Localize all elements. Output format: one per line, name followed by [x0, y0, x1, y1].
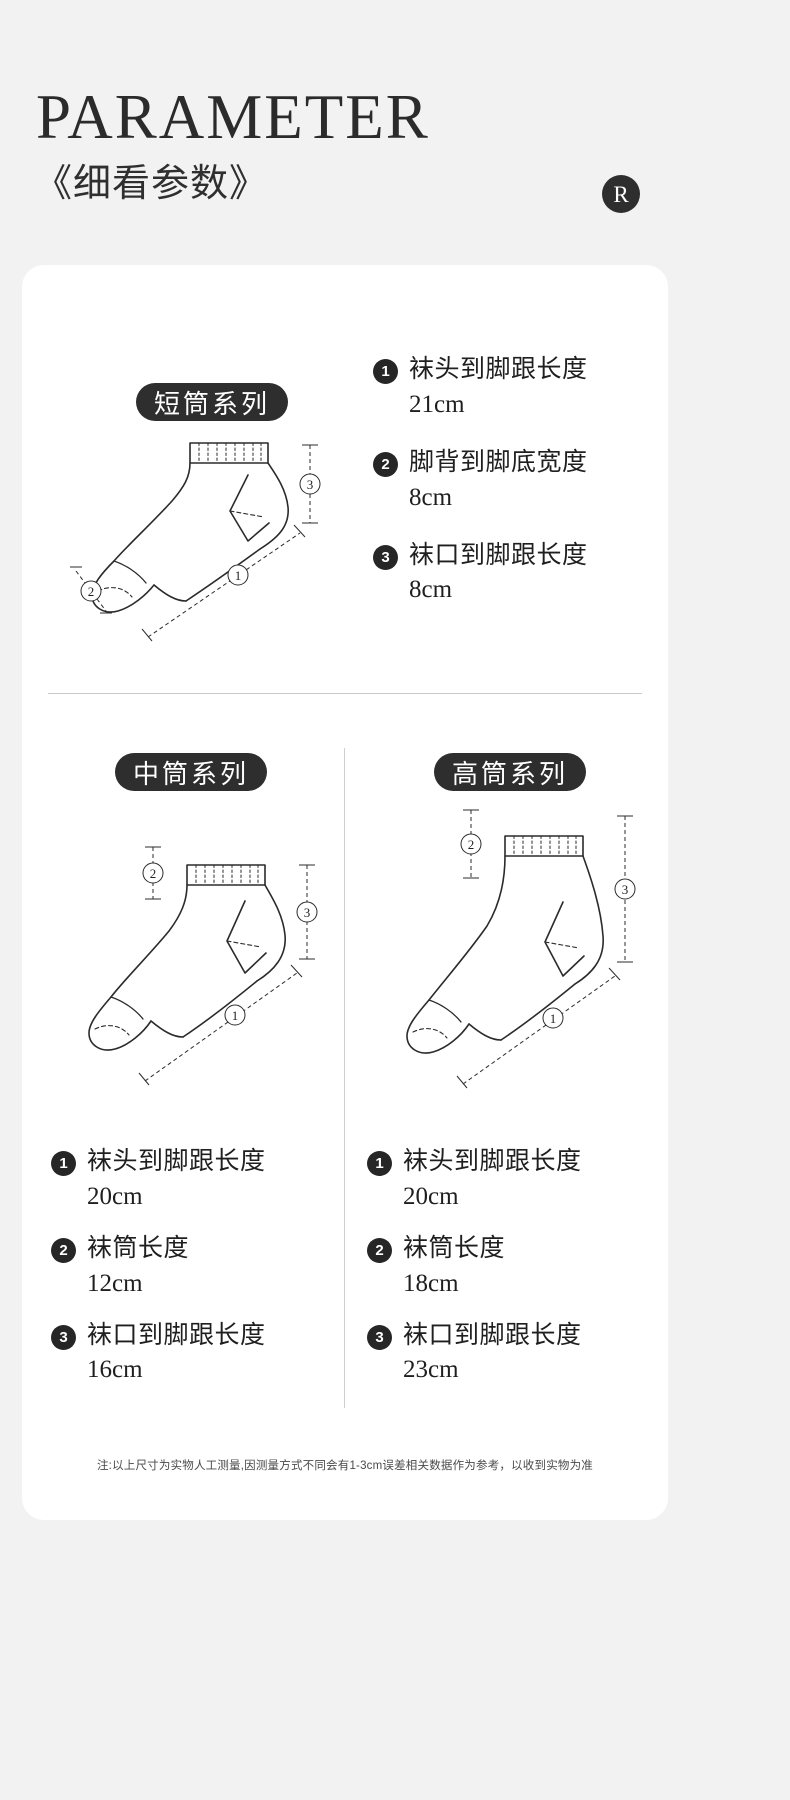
sock-illustration-mid: 2 3 1	[88, 846, 318, 1086]
dimension-marker-3: 3	[304, 905, 311, 920]
section-divider-vertical	[344, 748, 345, 1408]
measurement-list-mid: 1 袜头到脚跟长度 20cm 2 袜筒长度 12cm 3 袜口到脚跟长度	[51, 1145, 266, 1405]
measurement-value: 12cm	[87, 1269, 143, 1297]
measurement-label: 袜筒长度	[87, 1234, 190, 1262]
measurement-number-badge: 3	[373, 544, 398, 570]
measurement-value: 20cm	[403, 1182, 459, 1210]
sock-illustration-high: 2 3 1	[406, 809, 636, 1089]
measurement-disclaimer: 注:以上尺寸为实物人工测量,因测量方式不同会有1-3cm误差相关数据作为参考，以…	[96, 1460, 594, 1472]
measurement-item: 1 袜头到脚跟长度 20cm	[51, 1145, 266, 1214]
measurement-label: 袜头到脚跟长度	[409, 356, 588, 383]
dimension-marker-2: 2	[468, 837, 475, 852]
measurement-item: 1 袜头到脚跟长度 21cm	[373, 353, 588, 422]
measurement-item: 1 袜头到脚跟长度 20cm	[367, 1145, 582, 1214]
dimension-marker-3: 3	[307, 477, 314, 492]
measurement-item: 2 脚背到脚底宽度 8cm	[373, 446, 588, 515]
registered-trademark-badge: R	[602, 175, 640, 213]
dimension-marker-2: 2	[88, 584, 95, 599]
measurement-item: 3 袜口到脚跟长度 23cm	[367, 1319, 582, 1388]
sock-illustration-short: 3 1 2	[70, 442, 321, 642]
dimension-marker-2: 2	[150, 866, 157, 881]
measurement-label: 袜口到脚跟长度	[403, 1321, 582, 1349]
measurement-list-high: 1 袜头到脚跟长度 20cm 2 袜筒长度 18cm 3 袜口到脚跟长度	[367, 1145, 582, 1405]
measurement-label: 袜头到脚跟长度	[87, 1148, 266, 1175]
measurement-label: 脚背到脚底宽度	[409, 448, 588, 476]
page-title: PARAMETER	[36, 82, 430, 152]
section-pill-mid: 中筒系列	[115, 753, 267, 791]
measurement-label: 袜口到脚跟长度	[409, 541, 588, 569]
measurement-label: 袜头到脚跟长度	[403, 1148, 582, 1175]
dimension-marker-1: 1	[550, 1011, 557, 1026]
measurement-item: 2 袜筒长度 18cm	[367, 1232, 582, 1301]
measurement-number-badge: 1	[373, 359, 398, 384]
measurement-value: 16cm	[87, 1356, 143, 1384]
measurement-number-badge: 1	[367, 1151, 392, 1176]
measurement-value: 23cm	[403, 1356, 459, 1384]
dimension-marker-1: 1	[235, 568, 242, 583]
measurement-item: 3 袜口到脚跟长度 16cm	[51, 1319, 266, 1388]
section-pill-short: 短筒系列	[136, 383, 288, 421]
measurement-item: 3 袜口到脚跟长度 8cm	[373, 539, 588, 608]
measurement-number-badge: 1	[51, 1151, 76, 1176]
dimension-marker-1: 1	[232, 1008, 239, 1023]
measurement-number-badge: 2	[373, 451, 398, 477]
measurement-label: 袜筒长度	[403, 1234, 506, 1262]
page-subtitle: 《细看参数》	[34, 163, 269, 205]
measurement-number-badge: 2	[367, 1237, 392, 1263]
measurement-number-badge: 3	[51, 1324, 76, 1350]
measurement-value: 21cm	[409, 390, 465, 418]
page-header: PARAMETER 《细看参数》 R	[0, 0, 790, 300]
measurement-number-badge: 2	[51, 1237, 76, 1263]
measurement-item: 2 袜筒长度 12cm	[51, 1232, 266, 1301]
measurement-number-badge: 3	[367, 1324, 392, 1350]
parameter-card: 短筒系列	[22, 265, 668, 1520]
measurement-list-short: 1 袜头到脚跟长度 21cm 2 脚背到脚底宽度 8cm 3 袜口到脚跟长度	[373, 353, 588, 631]
dimension-marker-3: 3	[622, 882, 629, 897]
measurement-value: 20cm	[87, 1182, 143, 1210]
measurement-value: 8cm	[409, 576, 453, 604]
section-divider-horizontal	[48, 693, 642, 694]
measurement-value: 18cm	[403, 1269, 459, 1297]
measurement-value: 8cm	[409, 483, 453, 511]
section-pill-high: 高筒系列	[434, 753, 586, 791]
measurement-label: 袜口到脚跟长度	[87, 1321, 266, 1349]
